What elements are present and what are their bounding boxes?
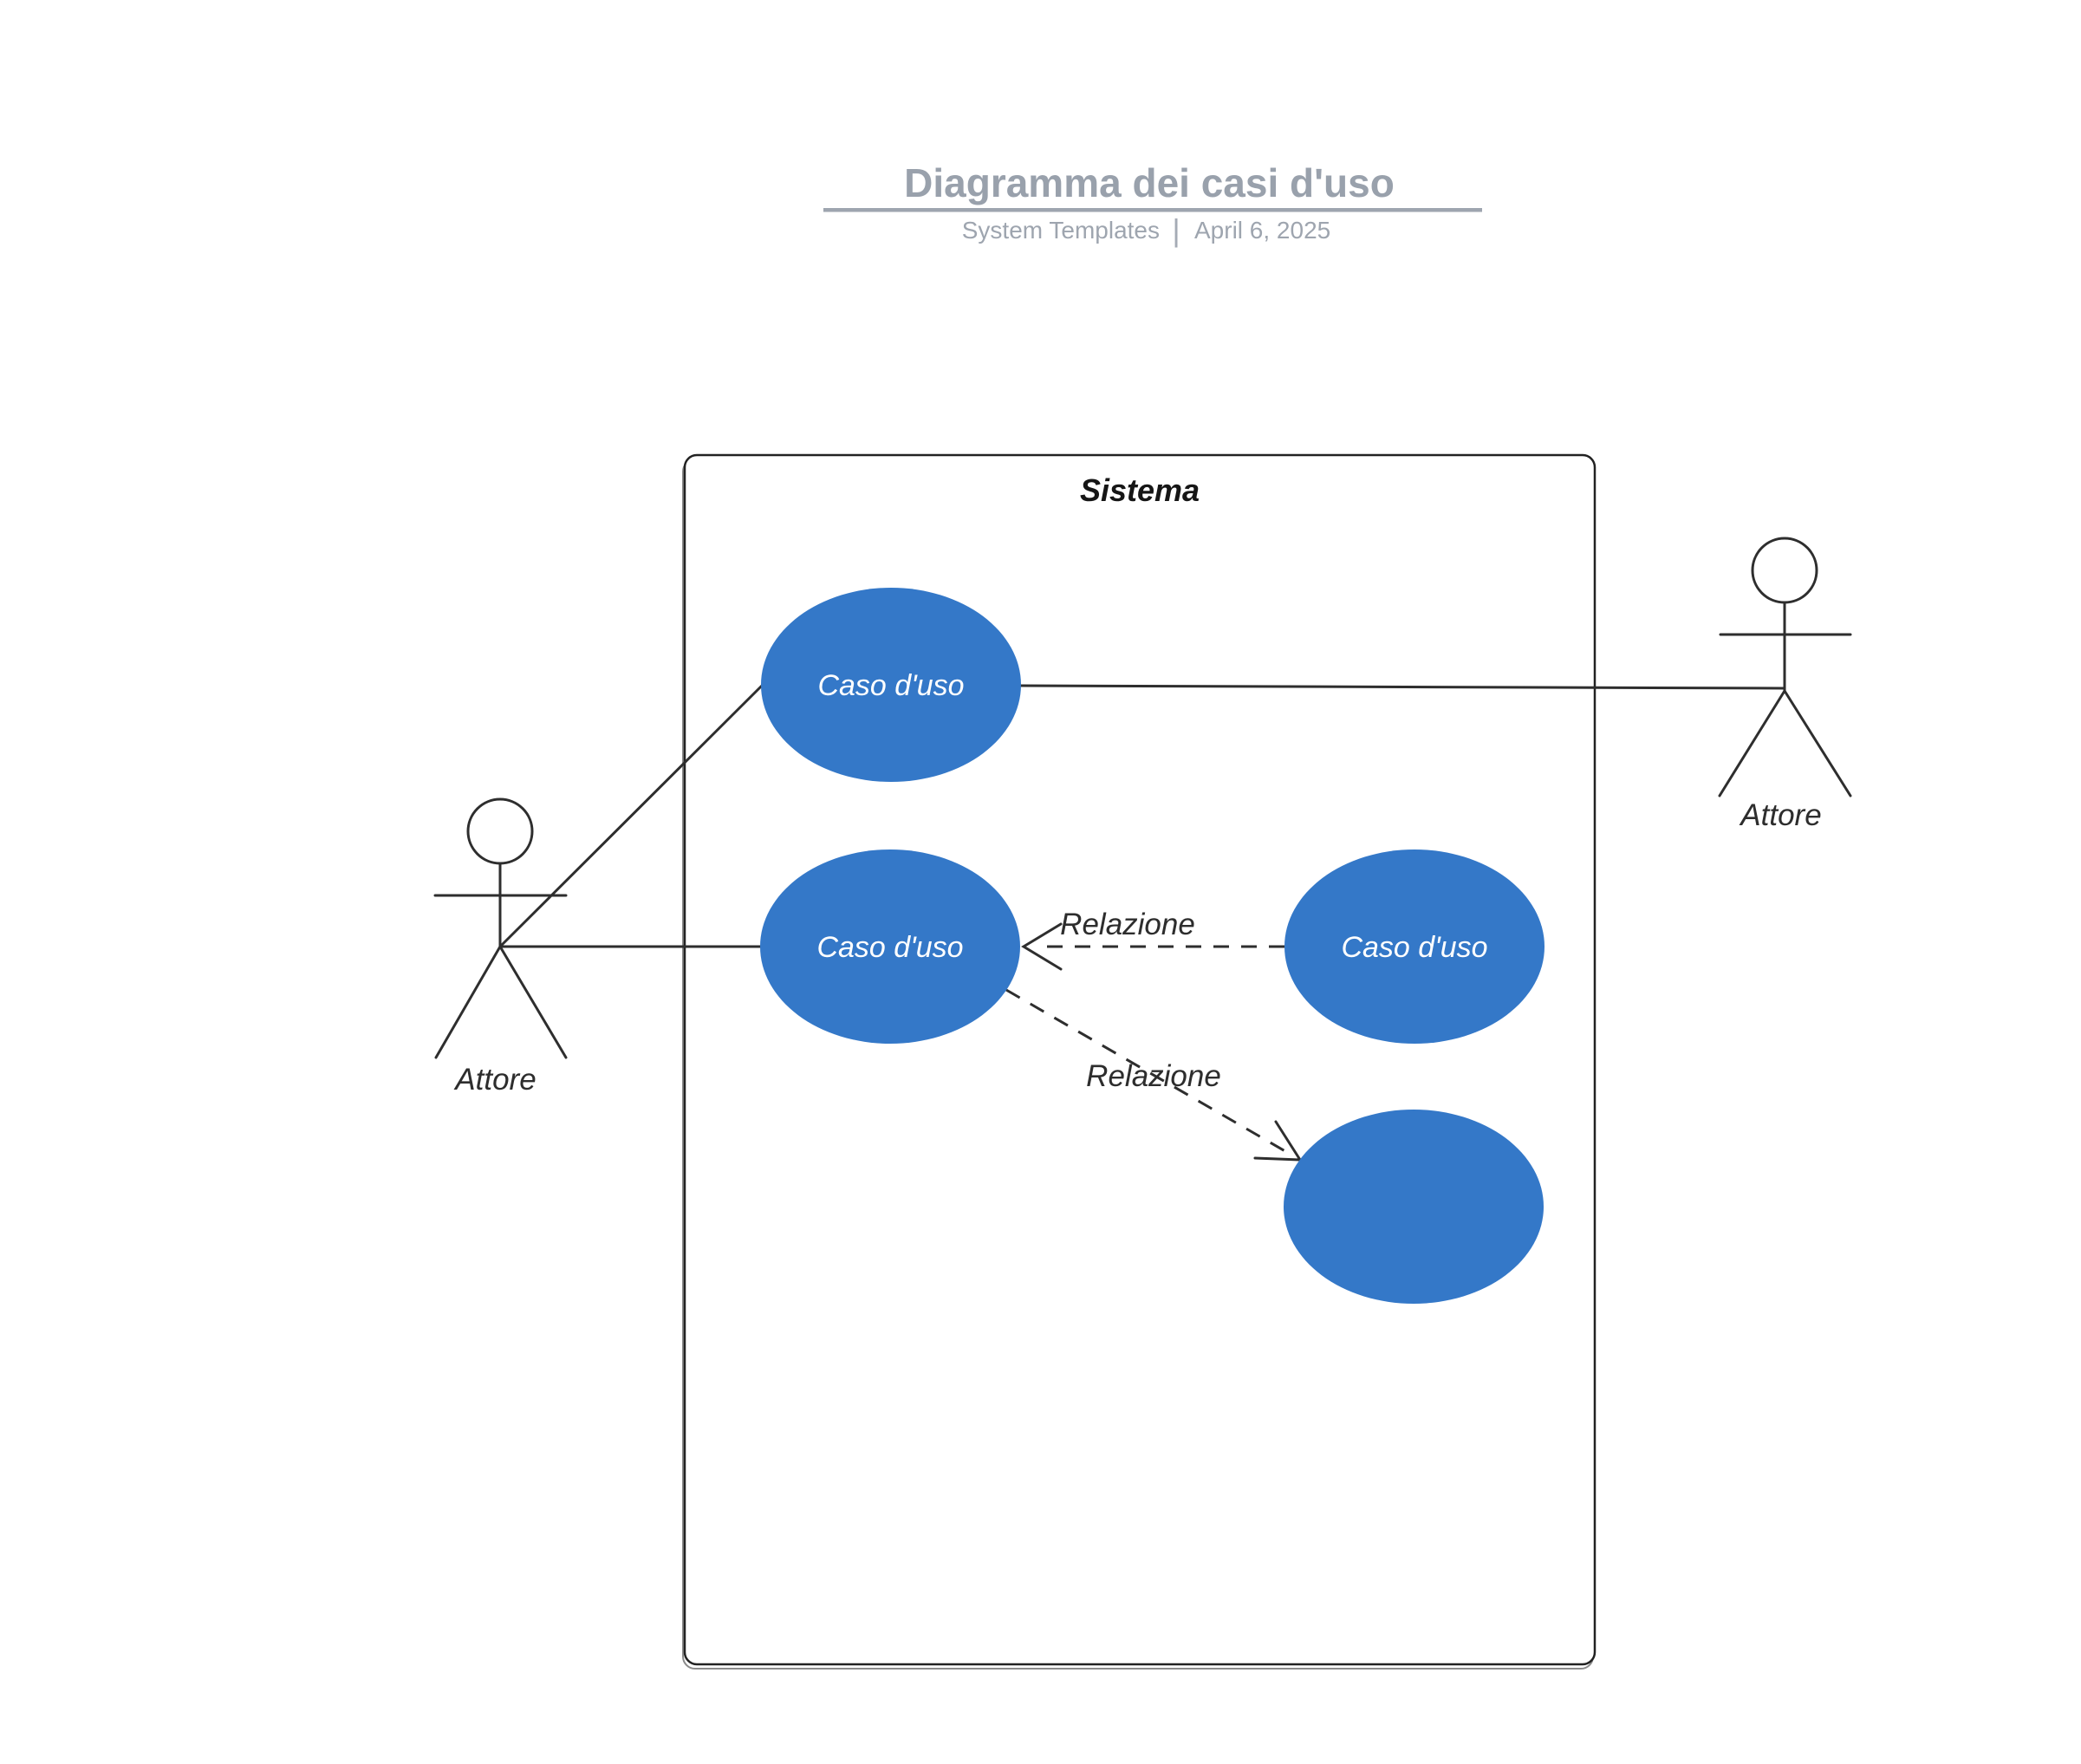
relation-2-label: Relazione: [1086, 1059, 1221, 1093]
usecase-3-ellipse: [1284, 849, 1544, 1044]
usecase-4: [1284, 1110, 1544, 1304]
actor-right-head: [1751, 537, 1818, 604]
header: Diagramma dei casi d'uso System Template…: [823, 160, 1482, 248]
actor-left: Attore: [433, 797, 568, 1097]
actor-right-label: Attore: [1739, 798, 1821, 832]
relation-1: Relazione: [1021, 908, 1284, 971]
actor-left-leg-right: [498, 945, 568, 1059]
system-label: Sistema: [1080, 472, 1200, 508]
actor-left-label: Attore: [453, 1063, 536, 1097]
actor-right-leg-left: [1718, 689, 1786, 797]
actor-right-stick-figure-icon: [1718, 537, 1852, 797]
actor-left-stick-figure-icon: [433, 797, 568, 1059]
relation-2: Relazione: [1005, 988, 1303, 1162]
association-actor-left-usecase-1: [498, 684, 764, 948]
page-title: Diagramma dei casi d'uso: [904, 160, 1395, 205]
usecase-3-label: Caso d'uso: [1341, 931, 1487, 964]
relation-1-label: Relazione: [1060, 908, 1195, 941]
relation-1-arrowhead-icon: [1021, 922, 1063, 971]
usecase-1-label: Caso d'uso: [817, 669, 964, 702]
usecase-1: Caso d'uso: [761, 588, 1021, 782]
usecase-2-ellipse: [760, 849, 1020, 1044]
subtitle-source: System Templates: [962, 217, 1160, 244]
subtitle-date: April 6, 2025: [1194, 217, 1330, 244]
association-usecase-1-actor-right: [1019, 684, 1785, 690]
usecase-4-ellipse: [1284, 1110, 1544, 1304]
subtitle-divider: |: [1172, 212, 1180, 248]
actor-left-head: [466, 797, 534, 865]
actor-left-leg-left: [434, 945, 502, 1059]
actor-right-leg-right: [1783, 689, 1852, 797]
usecase-3: Caso d'uso: [1284, 849, 1544, 1044]
title-underline: [823, 208, 1482, 212]
usecase-1-ellipse: [761, 588, 1021, 782]
actor-right: Attore: [1718, 537, 1852, 832]
usecase-2-label: Caso d'uso: [816, 931, 963, 964]
usecase-2: Caso d'uso: [760, 849, 1020, 1044]
associations: [498, 684, 1785, 948]
